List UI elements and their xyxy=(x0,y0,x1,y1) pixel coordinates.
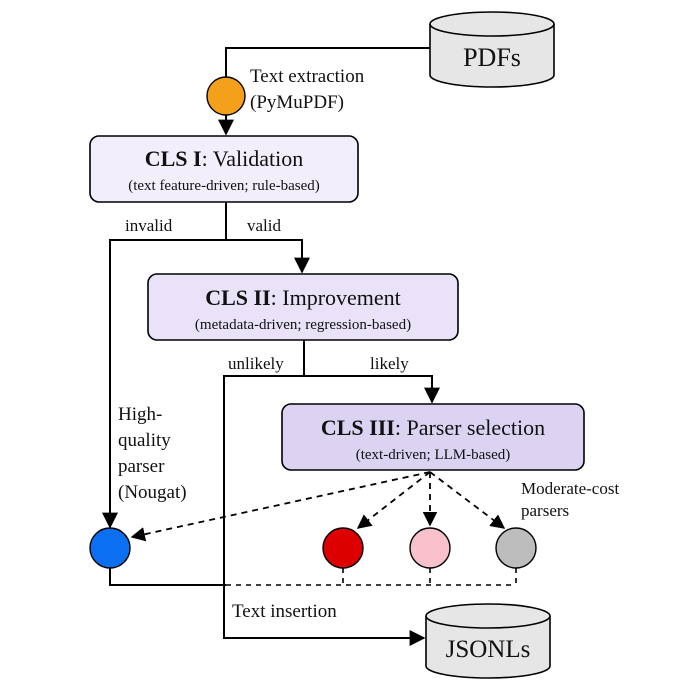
moderate-cost-label-2: parsers xyxy=(521,501,569,520)
cls1-box: CLS I: Validation (text feature-driven; … xyxy=(89,135,359,203)
invalid-label: invalid xyxy=(125,216,173,235)
text-extraction-label: Text extraction xyxy=(250,66,365,87)
parser-pink-circle xyxy=(409,527,451,569)
moderate-cost-label: Moderate-cost xyxy=(521,479,619,498)
text-insertion-label: Text insertion xyxy=(232,601,337,622)
nougat-parser-circle xyxy=(89,527,131,569)
cls2-subtitle: (metadata-driven; regression-based) xyxy=(195,317,411,333)
likely-label: likely xyxy=(370,354,409,373)
jsonls-label: JSONLs xyxy=(446,636,531,663)
hq-line-1: High- xyxy=(118,404,162,425)
cls3-title: CLS III: Parser selection xyxy=(321,415,545,440)
edge-pdfs-to-extraction xyxy=(225,47,430,78)
edge-invalid-to-nougat xyxy=(102,239,226,529)
parser-gray-circle xyxy=(495,527,537,569)
hq-line-4: (Nougat) xyxy=(118,482,187,503)
edge-cls3-to-red xyxy=(356,471,431,529)
pdfs-cylinder-body xyxy=(429,24,555,88)
cls2-title: CLS II: Improvement xyxy=(205,285,401,310)
unlikely-label: unlikely xyxy=(228,354,284,373)
pdfs-label: PDFs xyxy=(463,43,521,72)
cls3-subtitle: (text-driven; LLM-based) xyxy=(356,447,511,463)
jsonls-cylinder-body xyxy=(425,616,551,679)
pdfs-cylinder-top xyxy=(429,11,555,37)
connectors xyxy=(102,47,517,646)
high-quality-parser-label: High- quality parser (Nougat) xyxy=(118,404,187,503)
parser-red-circle xyxy=(322,527,364,569)
cls1-title-bold: CLS I xyxy=(145,146,202,171)
valid-label: valid xyxy=(247,216,281,235)
cls2-rect xyxy=(147,273,459,341)
cls1-title-rest: : Validation xyxy=(202,146,304,171)
edge-valid-to-cls2 xyxy=(226,239,310,274)
edge-cls3-to-nougat xyxy=(130,471,431,542)
cls2-title-bold: CLS II xyxy=(205,285,270,310)
cls3-box: CLS III: Parser selection (text-driven; … xyxy=(281,403,585,471)
jsonls-database: JSONLs xyxy=(425,603,551,679)
edge-nougat-out xyxy=(109,568,226,586)
hq-line-2: quality xyxy=(118,430,171,451)
hq-line-3: parser xyxy=(118,456,165,477)
cls2-title-rest: : Improvement xyxy=(271,285,401,310)
edge-likely-to-cls3 xyxy=(304,375,440,404)
jsonls-cylinder-top xyxy=(425,603,551,629)
text-extraction-circle xyxy=(206,76,246,116)
text-extraction-tool: (PyMuPDF) xyxy=(250,92,344,113)
edge-cls3-to-gray xyxy=(429,471,506,529)
cls1-subtitle: (text feature-driven; rule-based) xyxy=(128,178,320,194)
cls2-box: CLS II: Improvement (metadata-driven; re… xyxy=(147,273,459,341)
cls1-title: CLS I: Validation xyxy=(145,146,304,171)
pdfs-database: PDFs xyxy=(429,11,555,88)
cls3-title-bold: CLS III xyxy=(321,415,395,440)
cls1-rect xyxy=(89,135,359,203)
edge-unlikely-to-jsonls xyxy=(223,375,426,646)
cls3-title-rest: : Parser selection xyxy=(395,415,545,440)
cls3-rect xyxy=(281,403,585,471)
